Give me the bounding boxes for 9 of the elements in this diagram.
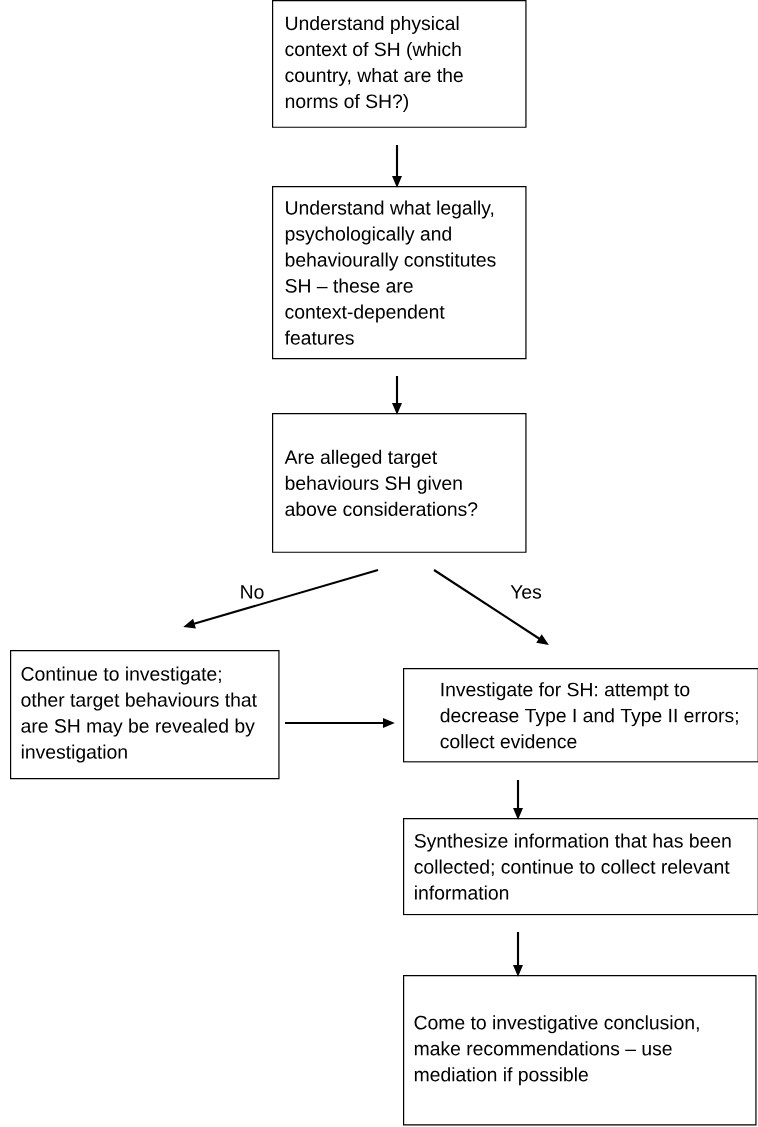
process-box: Are alleged target behaviours SH given above considerations? bbox=[272, 413, 527, 553]
process-box: Continue to investigate; other target behaviours that are SH may be revealed by investigation bbox=[10, 650, 280, 780]
edge-label: No bbox=[238, 583, 266, 601]
process-box: Understand what legally, psychologically and behaviourally constitutes SH – these are context-dependent features bbox=[272, 186, 527, 360]
process-box: Understand physical context of SH (which country, what are the norms of SH?) bbox=[272, 0, 527, 128]
process-box: Synthesize information that has been collected; continue to collect relevant information bbox=[403, 818, 758, 916]
edge-label: Yes bbox=[508, 583, 544, 601]
process-box: Come to investigative conclusion, make recommendations – use mediation if possible bbox=[403, 975, 757, 1126]
process-box: Investigate for SH: attempt to decrease Type I and Type II errors; collect evidence bbox=[403, 668, 758, 763]
